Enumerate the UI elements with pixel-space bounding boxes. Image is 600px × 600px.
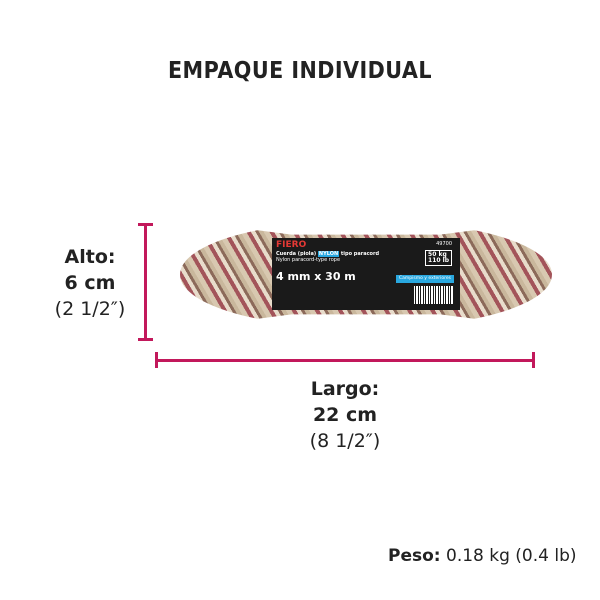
length-cap-right	[532, 352, 535, 368]
weight-label: Peso:	[388, 546, 441, 566]
length-cap-left	[155, 352, 158, 368]
height-imperial: (2 1/2″)	[54, 298, 126, 320]
brand-logo: FIERO	[276, 240, 307, 250]
height-dimension: Alto: 6 cm (2 1/2″)	[40, 244, 140, 322]
barcode	[414, 286, 454, 304]
length-line	[156, 359, 534, 362]
height-line	[144, 224, 147, 340]
height-cap-top	[138, 223, 153, 226]
height-label: Alto:	[64, 246, 116, 268]
length-dimension: Largo: 22 cm (8 1/2″)	[270, 376, 420, 454]
product-name-es: Cuerda (piola) NYLON tipo paracord	[276, 251, 380, 257]
length-imperial: (8 1/2″)	[309, 430, 381, 452]
length-metric: 22 cm	[312, 404, 378, 426]
product-label: FIERO Cuerda (piola) NYLON tipo paracord…	[272, 238, 460, 310]
height-metric: 6 cm	[64, 272, 116, 294]
product-code: 49700	[436, 241, 452, 247]
weight-info: Peso: 0.18 kg (0.4 lb)	[388, 546, 577, 566]
length-label: Largo:	[310, 378, 380, 400]
page-title: EMPAQUE INDIVIDUAL	[167, 58, 433, 84]
product-size: 4 mm x 30 m	[276, 270, 356, 283]
product-name-en: Nylon paracord-type rope	[276, 257, 341, 263]
usage-tag: Campismo y exteriores	[396, 275, 454, 283]
weight-value: 0.18 kg (0.4 lb)	[446, 546, 577, 566]
height-cap-bottom	[138, 338, 153, 341]
